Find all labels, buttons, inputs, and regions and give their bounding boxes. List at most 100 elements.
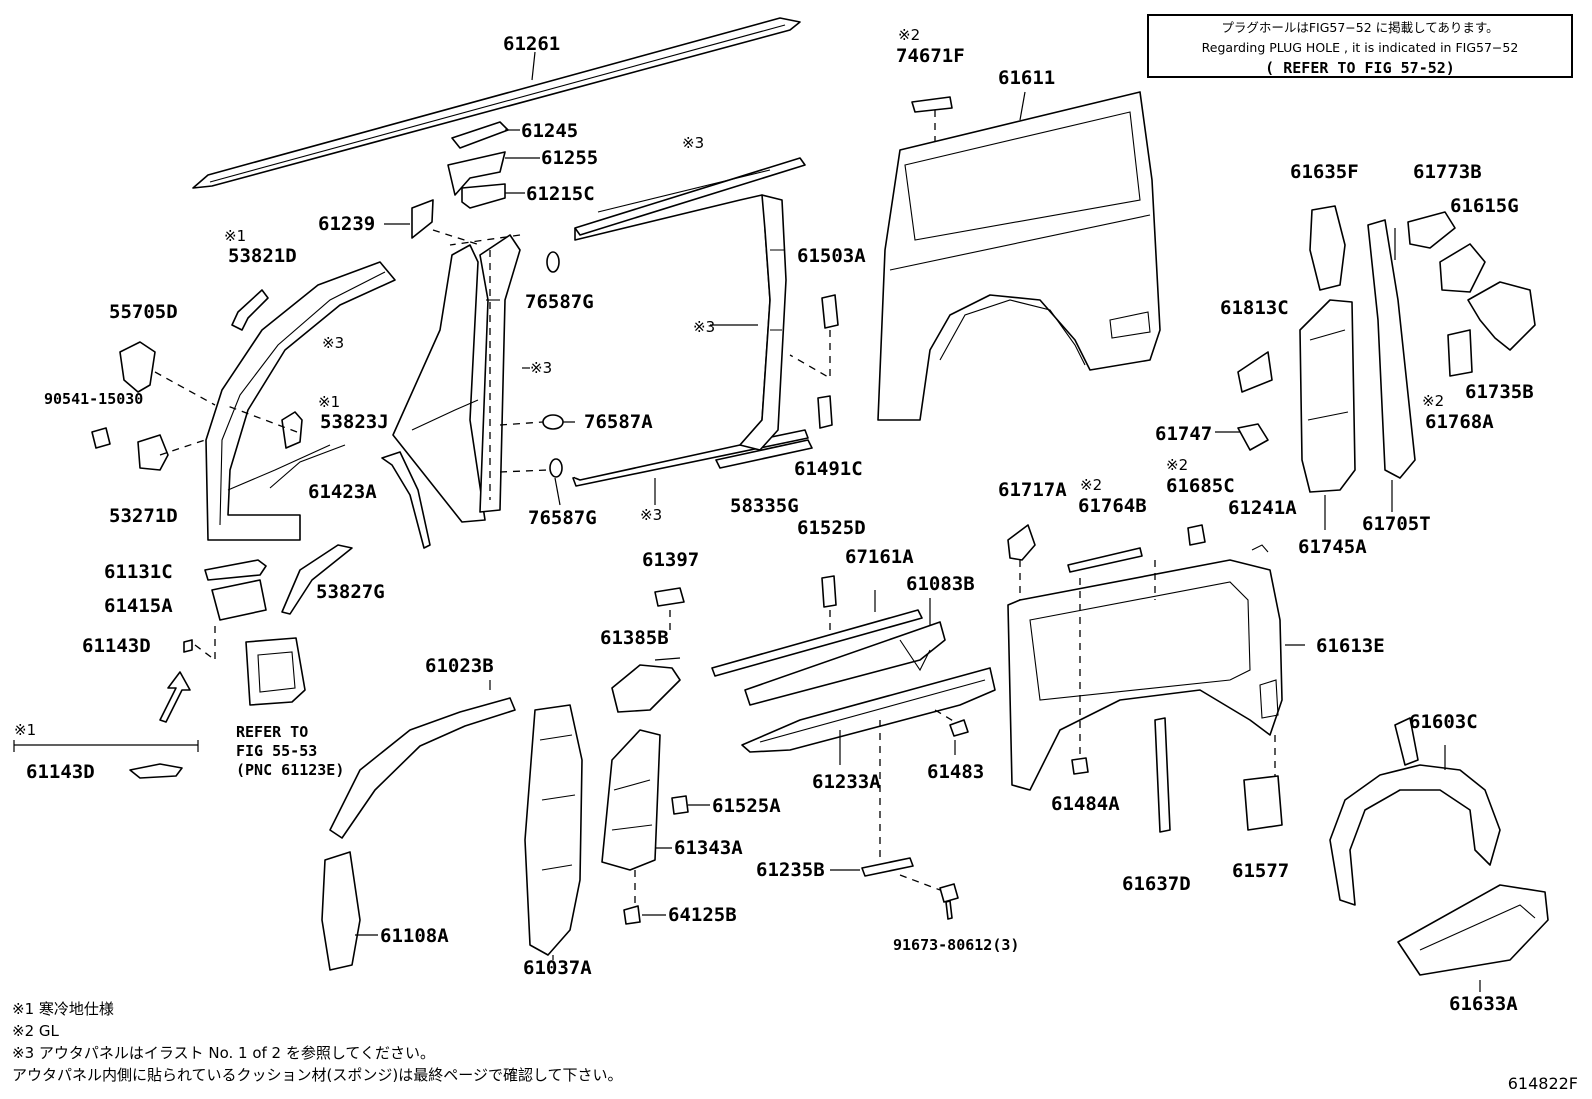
- bracket-55705D: [119, 341, 156, 393]
- label-61484A: 61484A: [1051, 793, 1120, 815]
- refer-line-2: FIG 55-53: [236, 742, 317, 760]
- label-61768A: 61768A: [1425, 411, 1494, 433]
- label-90541-15030: 90541-15030: [44, 390, 143, 408]
- label-61635F: 61635F: [1290, 161, 1359, 183]
- mark-1-53823J: ※1: [318, 393, 340, 411]
- grommet-76587A: [542, 414, 564, 430]
- pillar-61343A: [601, 729, 661, 871]
- label-76587G-b: 76587G: [528, 507, 597, 529]
- plate-61491C: [817, 395, 833, 429]
- scuff-58335G: [715, 439, 813, 469]
- footnote-1: ※1 寒冷地仕様: [12, 1000, 114, 1018]
- label-61415A: 61415A: [104, 595, 173, 617]
- refer-note-box: プラグホールはFIG57−52 に掲載してあります。 Regarding PLU…: [1147, 14, 1573, 78]
- bracket-61397: [654, 587, 685, 607]
- grommet-76587G-b: [549, 458, 563, 478]
- bracket-61239: [411, 199, 434, 239]
- label-61633A: 61633A: [1449, 993, 1518, 1015]
- part-labels: 61261 61245 61255 61215C 61239 ※1 53821D…: [14, 26, 1534, 1015]
- label-61613E: 61613E: [1316, 635, 1385, 657]
- label-61143D-cold: 61143D: [26, 761, 95, 783]
- bracket-61747: [1237, 423, 1269, 451]
- mark-1-61143D: ※1: [14, 721, 36, 739]
- label-61611: 61611: [998, 67, 1055, 89]
- label-61235B: 61235B: [756, 859, 825, 881]
- molding-53827G: [281, 544, 353, 615]
- mark-2-74671F: ※2: [898, 26, 920, 44]
- clip-61143D: [183, 639, 193, 653]
- label-61143D: 61143D: [82, 635, 151, 657]
- rail-67161A: [711, 609, 923, 677]
- quarter-panel-61611: [877, 91, 1161, 421]
- clip-61483: [949, 719, 969, 737]
- label-76587A: 76587A: [584, 411, 653, 433]
- mark-3-e: ※3: [640, 506, 662, 524]
- footnote-4: アウタパネル内側に貼られているクッション材(スポンジ)は最終ページで確認して下さ…: [12, 1066, 623, 1084]
- figure-id: 614822F: [1507, 1074, 1578, 1093]
- mark-2-61764B: ※2: [1080, 476, 1102, 494]
- bracket-61813C: [1237, 351, 1273, 393]
- label-61245: 61245: [521, 120, 578, 142]
- liner-61423A: [381, 451, 431, 549]
- roof-molding-61261: [192, 17, 801, 189]
- grommet-90541: [91, 427, 111, 449]
- bracket-61717A: [1007, 524, 1036, 561]
- label-76587G-a: 76587G: [525, 291, 594, 313]
- grommet-76587G-a: [546, 251, 560, 273]
- label-55705D: 55705D: [109, 301, 178, 323]
- label-61397: 61397: [642, 549, 699, 571]
- refer-line-1: REFER TO: [236, 723, 308, 741]
- label-61215C: 61215C: [526, 183, 595, 205]
- mark-3-d: ※3: [693, 318, 715, 336]
- label-61261: 61261: [503, 33, 560, 55]
- label-61813C: 61813C: [1220, 297, 1289, 319]
- label-61037A: 61037A: [523, 957, 592, 979]
- mark-2-61768A: ※2: [1422, 392, 1444, 410]
- label-53823J: 53823J: [320, 411, 389, 433]
- plate-61503A: [821, 294, 839, 329]
- bracket-61577: [1243, 775, 1283, 831]
- inner-side-panel-61613E: [1007, 559, 1283, 791]
- bracket-61415A: [211, 579, 267, 621]
- wheelhouse-61735B: [1467, 281, 1536, 351]
- label-61423A: 61423A: [308, 481, 377, 503]
- clip-74671F: [911, 96, 953, 113]
- label-61735B: 61735B: [1465, 381, 1534, 403]
- bracket-61635F: [1309, 205, 1346, 291]
- mark-3-a: ※3: [322, 334, 344, 352]
- label-91673-80612: 91673-80612(3): [893, 936, 1019, 954]
- clip-61685C: [1187, 524, 1206, 546]
- fuel-lid-housing: [245, 637, 306, 706]
- label-58335G: 58335G: [730, 495, 799, 517]
- label-61023B: 61023B: [425, 655, 494, 677]
- mark-3-c: ※3: [682, 134, 704, 152]
- mark-3-b: ※3: [530, 359, 552, 377]
- clip-64125B: [623, 905, 641, 925]
- clip-61525D: [821, 575, 837, 608]
- bracket-61768A: [1447, 329, 1473, 377]
- rocker-61233A: [741, 667, 996, 753]
- wheelhouse-61603C: [1329, 717, 1501, 906]
- note-line-jp: プラグホールはFIG57−52 に掲載してあります。: [1221, 20, 1499, 35]
- label-61491C: 61491C: [794, 458, 863, 480]
- label-61747: 61747: [1155, 423, 1212, 445]
- label-61717A: 61717A: [998, 479, 1067, 501]
- label-61239: 61239: [318, 213, 375, 235]
- clip-61241A: [1251, 544, 1269, 553]
- label-61705T: 61705T: [1362, 513, 1431, 535]
- arrow-indicator: [159, 671, 191, 723]
- footnote-2: ※2 GL: [12, 1022, 59, 1040]
- label-61603C: 61603C: [1409, 711, 1478, 733]
- label-61233A: 61233A: [812, 771, 881, 793]
- bracket-53271D: [137, 434, 169, 471]
- clip-53821D: [231, 289, 269, 331]
- footnote-3: ※3 アウタパネルはイラスト No. 1 of 2 を参照してください。: [12, 1044, 435, 1062]
- label-61615G: 61615G: [1450, 195, 1519, 217]
- label-61483: 61483: [927, 761, 984, 783]
- label-74671F: 74671F: [896, 45, 965, 67]
- label-53271D: 53271D: [109, 505, 178, 527]
- pillar-61037A: [524, 704, 583, 956]
- label-53821D: 53821D: [228, 245, 297, 267]
- bracket-61773B: [1407, 211, 1456, 249]
